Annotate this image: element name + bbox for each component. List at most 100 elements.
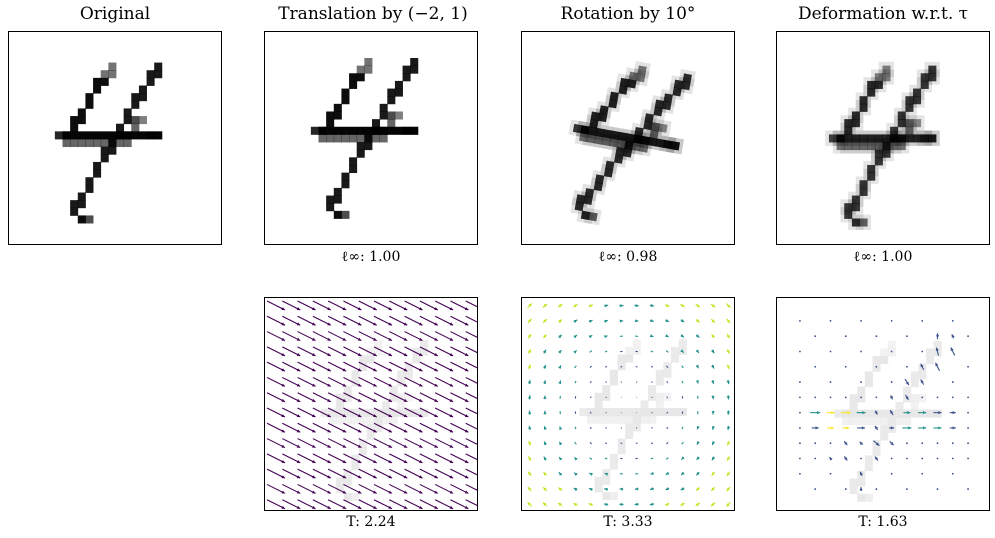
translation-arrow-head [373, 398, 377, 402]
digit-pixel [874, 80, 883, 89]
deformation-arrow-head [830, 426, 834, 430]
translation-arrow [450, 453, 469, 464]
digit-pixel [343, 416, 352, 425]
rotation-arrow-head [696, 425, 700, 430]
rotation-arrow-head [527, 502, 531, 506]
deformation-arrow-head [890, 441, 894, 446]
digit-pixel [634, 127, 644, 137]
digit-pixel [351, 416, 360, 425]
digit-pixel [389, 385, 398, 394]
rotation-arrow-head [727, 457, 731, 461]
digit-pixel [640, 400, 649, 409]
digit-pixel [640, 415, 649, 424]
digit-pixel-halo [916, 130, 933, 146]
translation-arrow [373, 346, 393, 357]
digit-pixel [402, 126, 411, 135]
deformation-dot [951, 442, 954, 445]
title-rotation: Rotation by 10° [560, 4, 696, 24]
digit-pixel-halo [855, 214, 872, 230]
digit-pixel [372, 126, 381, 135]
digit-pixel [643, 120, 653, 131]
translation-arrow-head [449, 490, 454, 494]
digit-pixel [864, 493, 873, 502]
digit-pixel [857, 394, 866, 403]
rotation-arrow-head [603, 503, 608, 507]
translation-arrow-head [357, 322, 362, 326]
digit-pixel [609, 461, 618, 470]
deformation-dot [875, 488, 878, 490]
digit-pixel [359, 355, 368, 364]
translation-arrow-head [434, 307, 438, 310]
digit-pixel [617, 131, 628, 142]
deformation-dot [860, 457, 862, 460]
deformation-dot [921, 350, 924, 353]
digit-pixel [880, 409, 889, 418]
digit-pixel [131, 116, 140, 125]
translation-arrow [434, 407, 454, 418]
deformation-arrow-head [844, 441, 848, 445]
digit-pixel [326, 111, 335, 120]
translation-arrow [266, 422, 286, 433]
digit-pixel [123, 108, 132, 117]
translation-arrow-head [388, 307, 392, 310]
digit-pixel [410, 126, 419, 135]
digit-pixel [420, 340, 429, 349]
digit-pixel [828, 134, 838, 143]
translation-arrow-head [281, 414, 285, 417]
digit-pixel [602, 492, 611, 501]
rotation-arrow-head [696, 319, 700, 323]
translation-arrow [297, 361, 316, 372]
rotation-arrow-head [711, 456, 716, 461]
translation-arrow-head [388, 398, 392, 402]
digit-pixel [77, 200, 86, 209]
digit-pixel [579, 408, 588, 417]
rotation-arrow [681, 441, 684, 445]
rotation-arrow-head [588, 319, 593, 323]
digit-pixel [851, 142, 860, 151]
digit-pixel [356, 65, 365, 74]
digit-pixel [851, 195, 860, 204]
translation-arrow-head [342, 429, 347, 433]
translation-arrow [465, 346, 477, 354]
digit-rotated-image [568, 61, 696, 226]
translation-arrow [373, 392, 393, 403]
digit-pixel [381, 408, 390, 417]
translation-arrow-head [388, 352, 392, 356]
digit-pixel [844, 134, 853, 143]
rotation-arrow-head [695, 334, 700, 338]
digit-pixel [882, 65, 891, 74]
digit-pixel [394, 126, 403, 135]
rotation-arrow-head [528, 318, 532, 323]
translation-arrow-head [434, 414, 438, 417]
translation-arrow [373, 453, 393, 464]
translation-arrow-head [296, 398, 301, 402]
rotation-arrow [604, 365, 608, 368]
digit-pixel-halo [570, 197, 588, 216]
digit-pixel [890, 134, 899, 143]
digit-pixel [928, 65, 937, 74]
digit-pixel [663, 93, 673, 103]
digit-pixel [844, 119, 853, 128]
digit-pixel [880, 424, 889, 433]
translation-arrow-head [449, 475, 454, 479]
rotation-arrow-head [680, 334, 684, 338]
rotation-arrow-head [696, 471, 700, 476]
rotation-arrow-head [695, 364, 699, 369]
translation-arrow [404, 376, 423, 387]
translation-arrow-head [357, 429, 362, 433]
digit-pixel [70, 139, 79, 148]
rotation-arrow-head [727, 426, 731, 431]
rotation-arrow-head [649, 502, 654, 506]
digit-pixel [394, 111, 403, 120]
deformation-dot [799, 396, 801, 399]
translation-arrow [327, 422, 347, 433]
deformation-arrow-head [862, 411, 866, 415]
digit-pixel-halo [924, 130, 940, 146]
digit-pixel [397, 378, 406, 387]
title-original: Original [79, 4, 151, 24]
deformation-dot [860, 396, 862, 399]
rotation-arrow-head [558, 350, 562, 354]
rotation-arrow-head [695, 379, 699, 384]
digit-pixel [336, 393, 345, 402]
digit-pixel [913, 134, 922, 143]
